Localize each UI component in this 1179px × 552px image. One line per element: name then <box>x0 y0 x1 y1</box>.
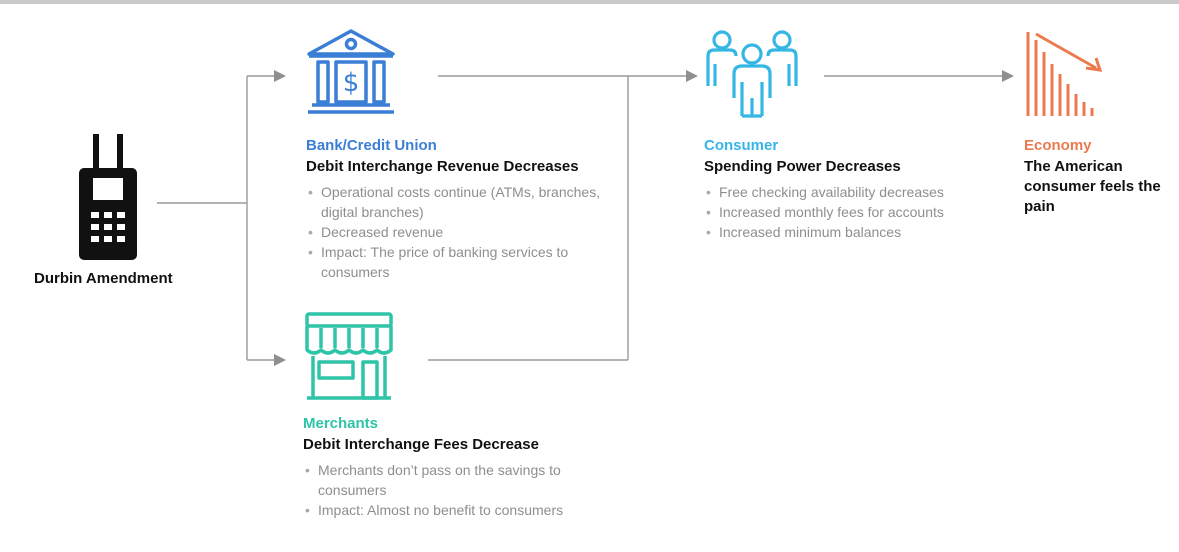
durbin-amendment-label: Durbin Amendment <box>34 270 173 287</box>
storefront-icon <box>305 312 393 400</box>
list-item: Decreased revenue <box>306 222 606 242</box>
economy-subtitle: The American consumer feels the pain <box>1024 158 1161 215</box>
bank-subtitle: Debit Interchange Revenue Decreases <box>306 158 579 175</box>
list-item: Impact: The price of banking services to… <box>306 242 606 282</box>
economy-text-block: Economy The American consumer feels the … <box>1024 137 1174 217</box>
merchants-bullet-list: Merchants don’t pass on the savings to c… <box>303 460 603 520</box>
merchants-title: Merchants <box>303 415 379 432</box>
list-item: Increased monthly fees for accounts <box>704 202 994 222</box>
bank-title: Bank/Credit Union <box>306 137 437 154</box>
merchants-subtitle: Debit Interchange Fees Decrease <box>303 436 539 453</box>
card-terminal-icon <box>79 134 137 260</box>
list-item: Free checking availability decreases <box>704 182 994 202</box>
consumer-text-block: Consumer Spending Power Decreases Free c… <box>704 137 994 242</box>
list-item: Increased minimum balances <box>704 222 994 242</box>
consumer-bullet-list: Free checking availability decreases Inc… <box>704 182 994 242</box>
declining-bar-chart-icon <box>1026 32 1103 116</box>
bank-bullet-list: Operational costs continue (ATMs, branch… <box>306 182 606 282</box>
consumer-subtitle: Spending Power Decreases <box>704 158 901 175</box>
list-item: Operational costs continue (ATMs, branch… <box>306 182 606 222</box>
list-item: Merchants don’t pass on the savings to c… <box>303 460 603 500</box>
consumer-title: Consumer <box>704 137 779 154</box>
merchants-text-block: Merchants Debit Interchange Fees Decreas… <box>303 415 623 520</box>
bank-building-icon: $ <box>307 29 395 114</box>
people-group-icon <box>706 30 798 118</box>
list-item: Impact: Almost no benefit to consumers <box>303 500 603 520</box>
bank-text-block: Bank/Credit Union Debit Interchange Reve… <box>306 137 606 282</box>
economy-title: Economy <box>1024 137 1092 154</box>
svg-text:$: $ <box>343 68 360 98</box>
top-rule <box>0 0 1179 4</box>
